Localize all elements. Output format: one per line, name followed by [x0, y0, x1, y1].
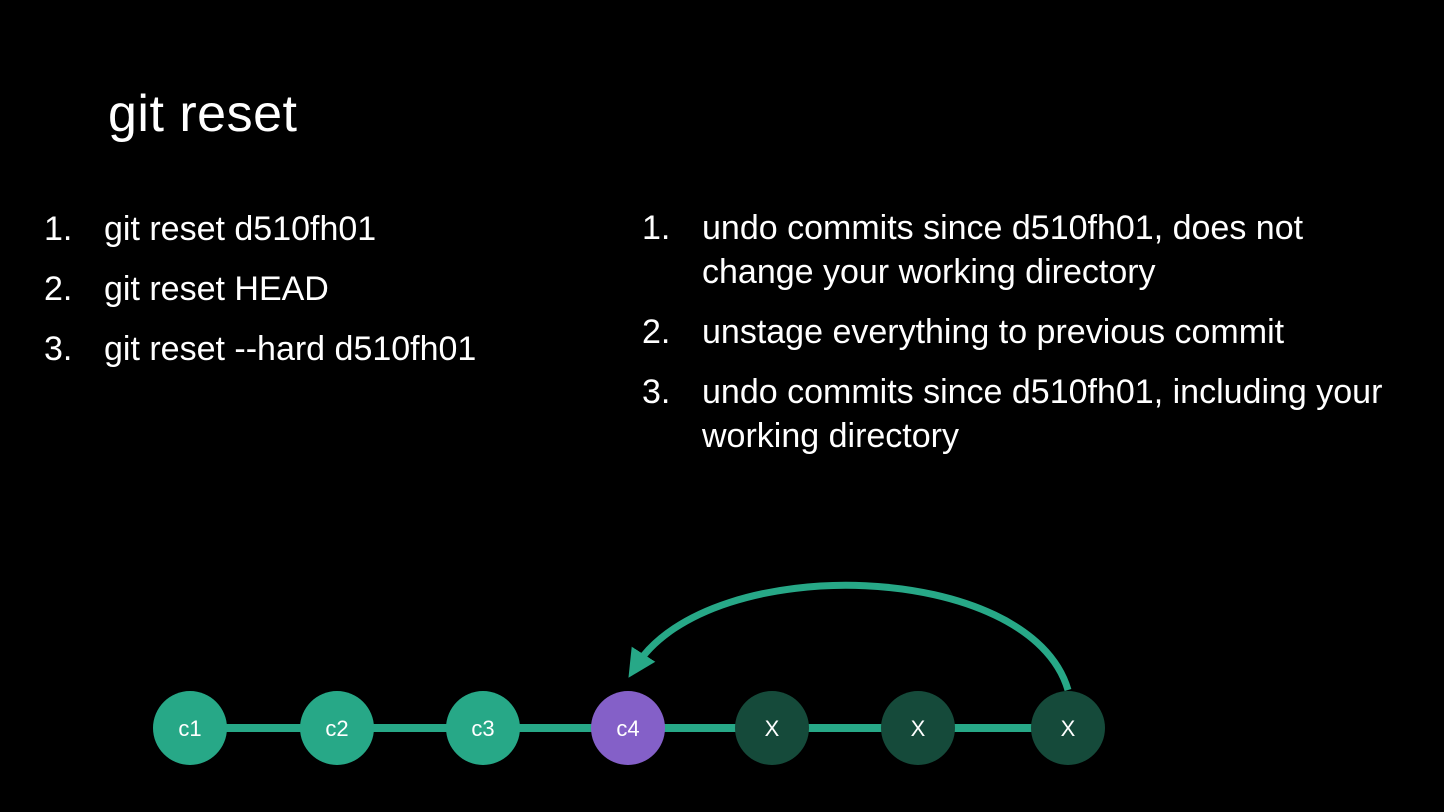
- commit-node-1: c1: [153, 691, 227, 765]
- description-text: undo commits since d510fh01, does not ch…: [702, 209, 1304, 291]
- command-text: git reset --hard d510fh01: [104, 330, 477, 368]
- commit-label: c2: [325, 716, 348, 741]
- description-item: 1. undo commits since d510fh01, does not…: [642, 206, 1432, 294]
- commit-node-3: c3: [446, 691, 520, 765]
- description-number: 2.: [642, 313, 671, 351]
- commit-label: c3: [471, 716, 494, 741]
- commit-node-4: c4: [591, 691, 665, 765]
- commit-label: X: [765, 716, 780, 741]
- commit-label: c4: [616, 716, 639, 741]
- commit-circle: [735, 691, 809, 765]
- commit-node-2: c2: [300, 691, 374, 765]
- command-number: 3.: [44, 330, 73, 368]
- command-text: git reset d510fh01: [104, 210, 377, 248]
- commit-nodes: c1 c2 c3 c4 X X X: [153, 691, 1105, 765]
- description-list: 1. undo commits since d510fh01, does not…: [642, 206, 1432, 474]
- command-item: 1. git reset d510fh01: [44, 208, 604, 268]
- command-item: 2. git reset HEAD: [44, 268, 604, 328]
- description-text: undo commits since d510fh01, including y…: [702, 373, 1383, 455]
- command-number: 1.: [44, 210, 73, 248]
- commit-node-7: X: [1031, 691, 1105, 765]
- commit-label: c1: [178, 716, 201, 741]
- commit-circle: [446, 691, 520, 765]
- commit-circle: [591, 691, 665, 765]
- description-text: unstage everything to previous commit: [702, 313, 1285, 351]
- commit-circle: [300, 691, 374, 765]
- description-item: 3. undo commits since d510fh01, includin…: [642, 370, 1432, 458]
- commit-node-6: X: [881, 691, 955, 765]
- description-number: 3.: [642, 373, 671, 411]
- commit-node-5: X: [735, 691, 809, 765]
- command-item: 3. git reset --hard d510fh01: [44, 328, 604, 388]
- commit-circle: [153, 691, 227, 765]
- command-number: 2.: [44, 270, 73, 308]
- commit-label: X: [1061, 716, 1076, 741]
- reset-arrow: [628, 581, 1072, 691]
- commit-circle: [1031, 691, 1105, 765]
- description-item: 2. unstage everything to previous commit: [642, 310, 1432, 354]
- description-number: 1.: [642, 209, 671, 247]
- commit-graph: c1 c2 c3 c4 X X X: [153, 581, 1105, 765]
- slide-title: git reset: [108, 85, 298, 143]
- command-list: 1. git reset d510fh01 2. git reset HEAD …: [44, 208, 604, 388]
- commit-label: X: [911, 716, 926, 741]
- commit-circle: [881, 691, 955, 765]
- command-text: git reset HEAD: [104, 270, 329, 308]
